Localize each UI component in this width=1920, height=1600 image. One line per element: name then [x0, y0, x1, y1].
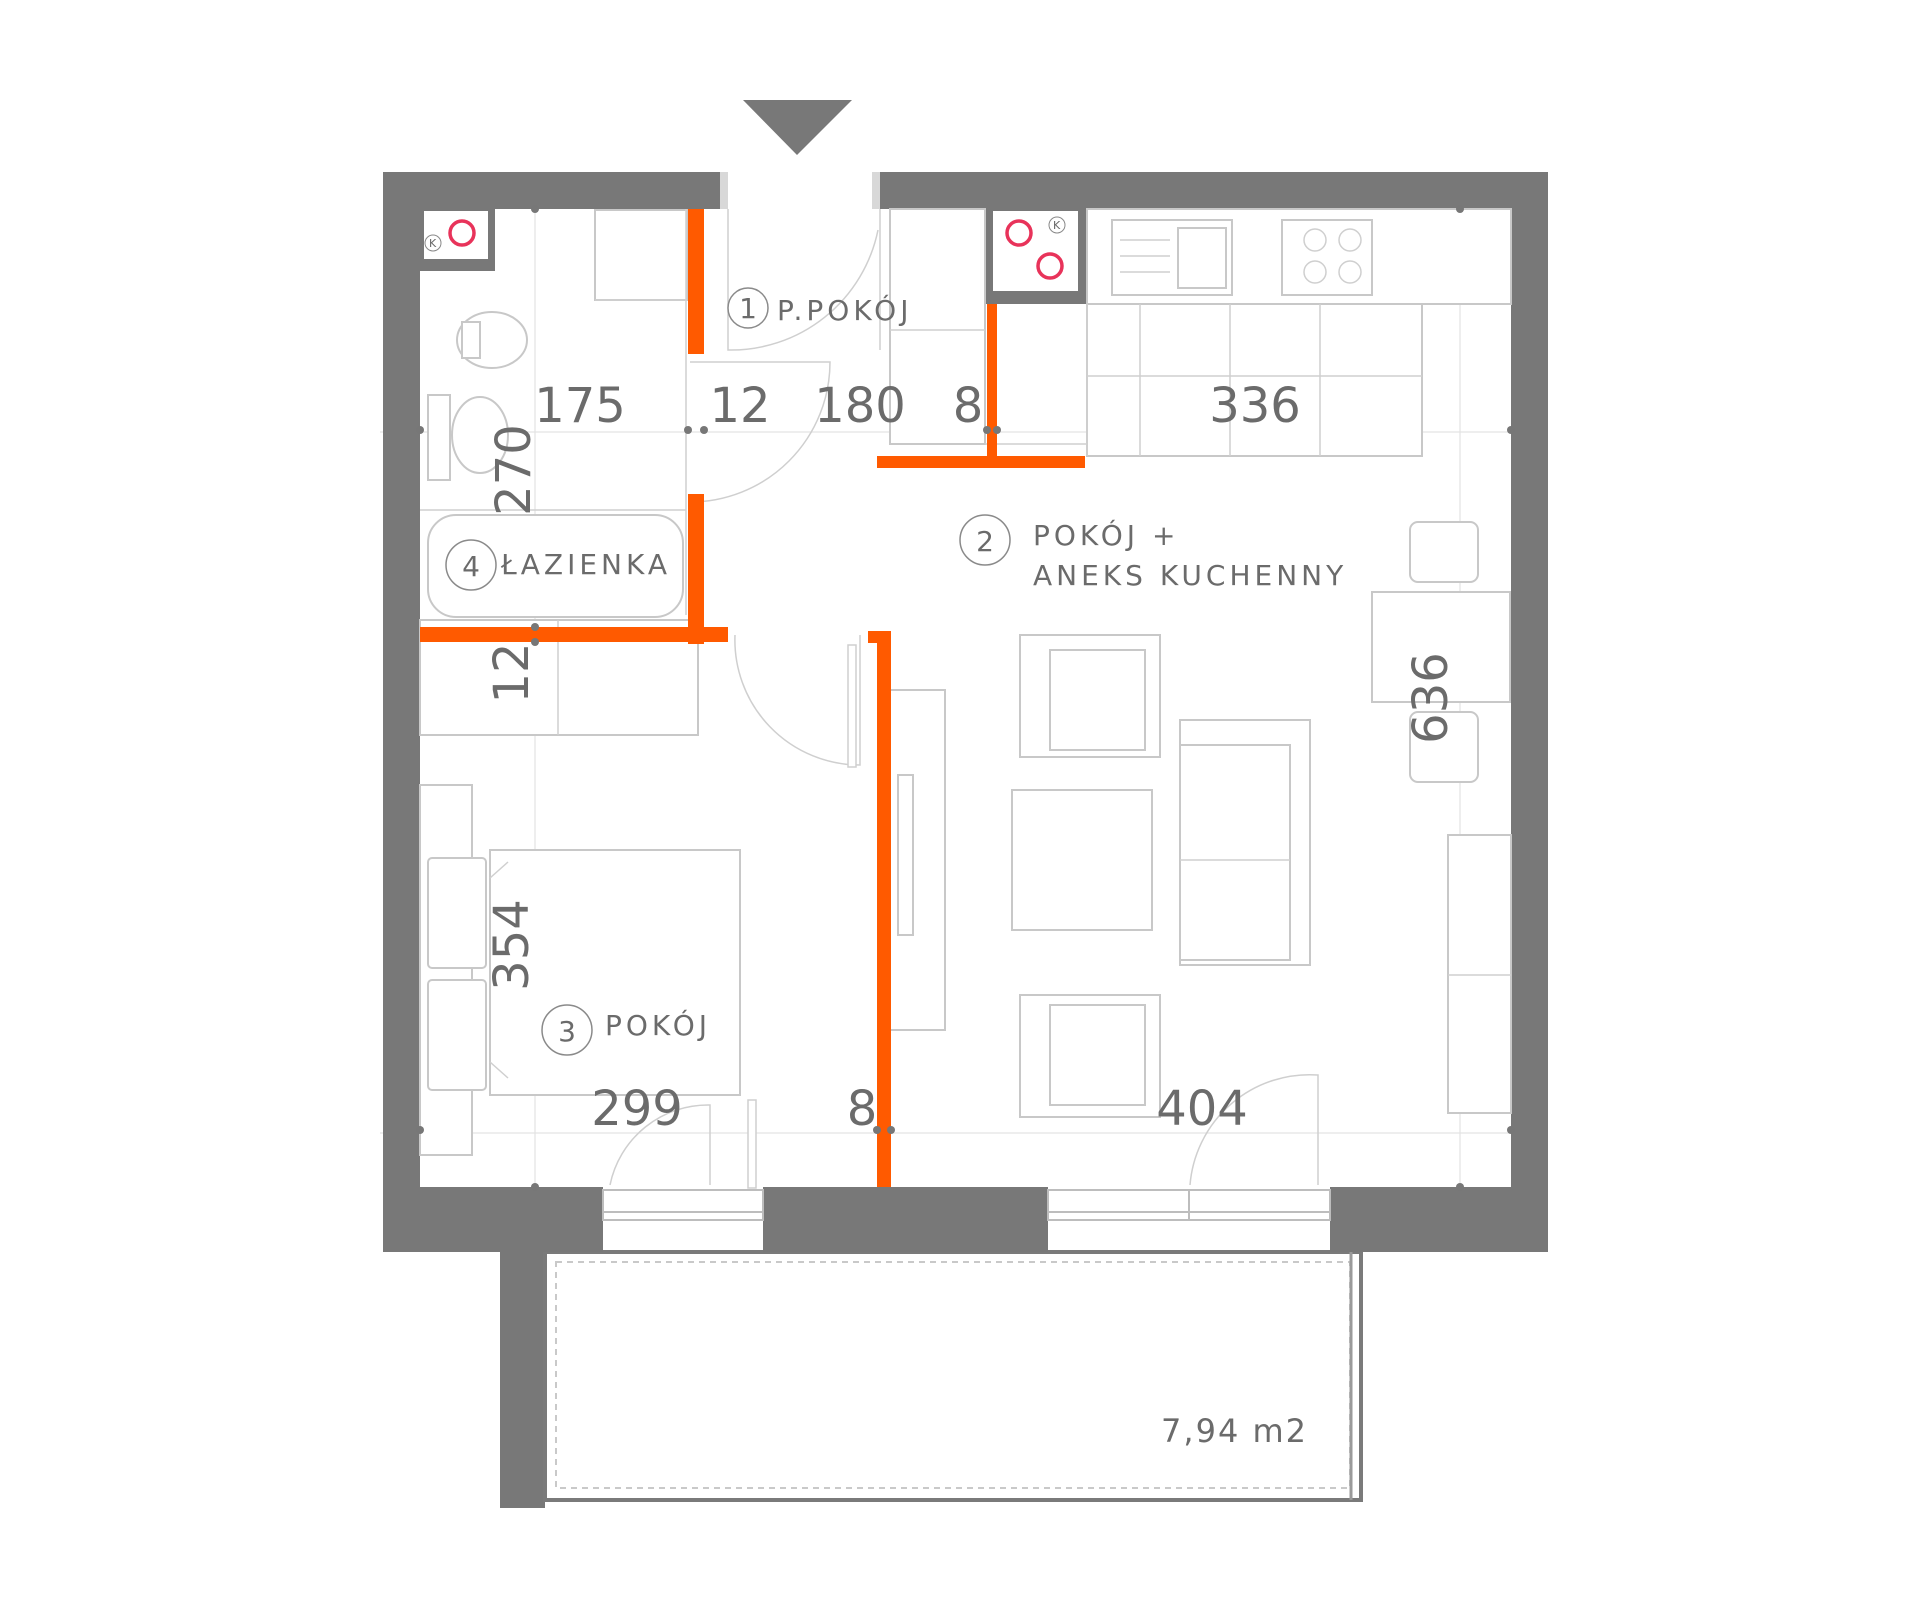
windows [602, 1189, 1331, 1221]
bedroom-furniture [419, 619, 741, 1156]
dimension-404: 404 [1156, 1081, 1248, 1137]
room-name: P.POKÓJ [777, 293, 912, 327]
room-3-label: 3 POKÓJ [541, 1004, 711, 1056]
balcony [500, 1250, 1363, 1508]
living-furniture [889, 521, 1512, 1118]
dimension-270: 270 [486, 424, 542, 516]
outer-walls [383, 172, 1548, 1252]
shaft-kitchen: K [985, 209, 1087, 304]
dimension-12-top: 12 [709, 378, 770, 434]
room-2-label: 2 POKÓJ + ANEKS KUCHENNY [959, 514, 1347, 592]
dimension-299: 299 [591, 1081, 683, 1137]
partition-walls [420, 209, 1085, 1187]
dimension-336: 336 [1209, 378, 1301, 434]
dimension-8-bottom: 8 [847, 1081, 878, 1137]
shaft-label: K [1053, 219, 1061, 232]
ventilation-circle-icon [448, 219, 476, 247]
bathroom-fixtures [420, 209, 688, 618]
entrance-triangle-icon [743, 100, 852, 155]
room-1-label: 1 P.POKÓJ [727, 287, 912, 329]
room-number: 2 [976, 525, 994, 558]
dimension-12-side: 12 [484, 642, 540, 703]
room-name-line1: POKÓJ + [1033, 518, 1179, 552]
ventilation-circle-icon [1036, 252, 1064, 280]
room-number: 3 [558, 1015, 576, 1048]
dimension-175: 175 [534, 378, 626, 434]
room-number: 1 [739, 292, 757, 325]
room-name: POKÓJ [605, 1008, 711, 1042]
dimension-dots [416, 205, 1515, 1191]
shaft-bathroom: K [420, 209, 495, 271]
kitchen [985, 208, 1512, 457]
balcony-area: 7,94 m2 [1161, 1412, 1308, 1450]
doors [609, 208, 1319, 1189]
dimension-labels: 175 12 180 8 336 270 12 636 354 299 8 40… [484, 378, 1459, 1137]
dimension-354: 354 [484, 899, 540, 991]
dimension-180: 180 [814, 378, 906, 434]
room-name: ŁAZIENKA [500, 548, 671, 581]
ventilation-circle-icon [1005, 219, 1033, 247]
room-4-label: 4 ŁAZIENKA [445, 539, 671, 591]
room-name-line2: ANEKS KUCHENNY [1033, 559, 1347, 592]
dimension-8-top: 8 [953, 378, 984, 434]
dimension-636: 636 [1403, 652, 1459, 744]
room-number: 4 [462, 550, 480, 583]
shaft-label: K [429, 237, 437, 250]
